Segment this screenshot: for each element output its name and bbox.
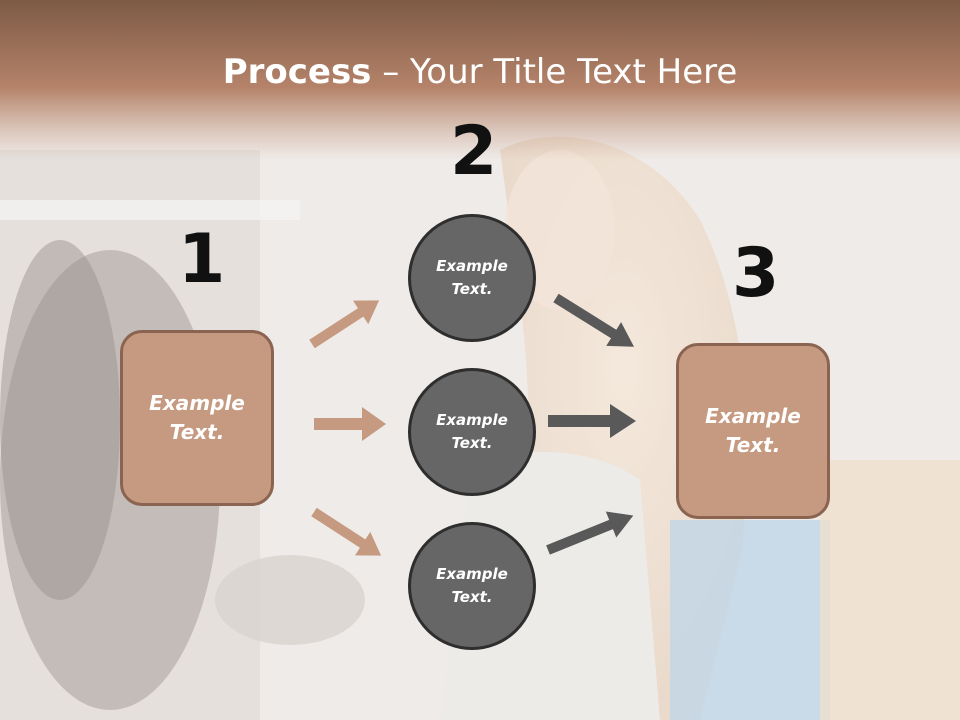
circle-1-text-line2: Text. <box>451 280 493 298</box>
process-circle-2: Example Text. <box>408 368 536 496</box>
title-bold: Process <box>222 52 372 92</box>
step-1-box: Example Text. <box>120 330 274 506</box>
circle-3-text-line2: Text. <box>451 588 493 606</box>
process-circle-1: Example Text. <box>408 214 536 342</box>
slide-title: Process – Your Title Text Here <box>0 52 960 92</box>
process-circle-3: Example Text. <box>408 522 536 650</box>
step-1-text-line1: Example <box>149 391 245 415</box>
step-3-text-line1: Example <box>705 404 801 428</box>
step-3-box: Example Text. <box>676 343 830 519</box>
circle-3-text-line1: Example <box>436 565 508 583</box>
step-number-3: 3 <box>732 234 780 313</box>
step-number-2: 2 <box>450 112 498 191</box>
step-3-text-line2: Text. <box>725 433 781 457</box>
circle-2-text-line1: Example <box>436 411 508 429</box>
circle-2-text-line2: Text. <box>451 434 493 452</box>
title-rest: – Your Title Text Here <box>371 52 738 92</box>
step-1-text-line2: Text. <box>169 420 225 444</box>
circle-1-text-line1: Example <box>436 257 508 275</box>
step-number-1: 1 <box>178 220 226 299</box>
